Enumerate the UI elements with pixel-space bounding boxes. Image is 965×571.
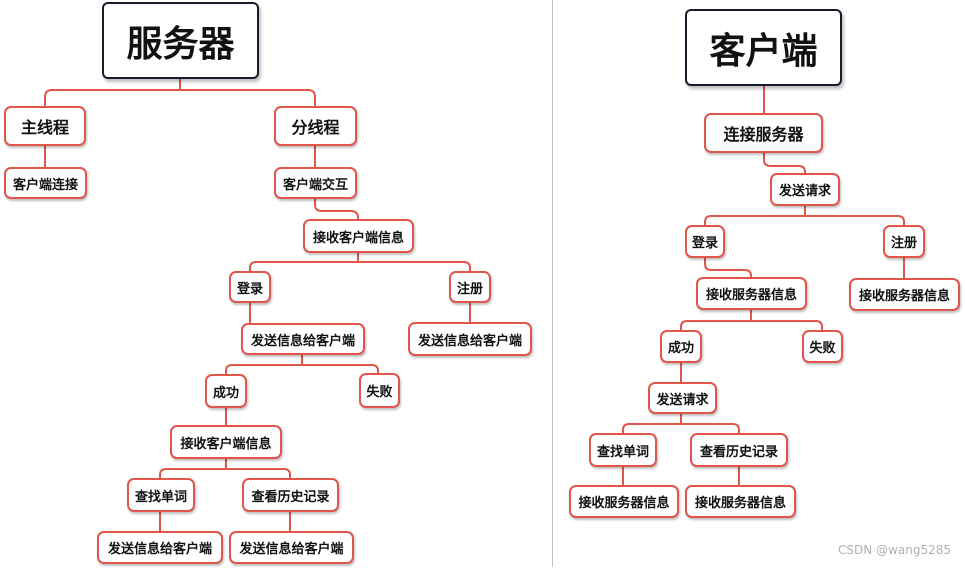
server-login-node[interactable]: 登录 [229, 271, 271, 303]
server-lookup-word-node[interactable]: 查找单词 [127, 478, 195, 512]
edge-login-c [704, 257, 752, 278]
server-view-history-node[interactable]: 查看历史记录 [242, 478, 339, 512]
recv-client-info-node[interactable]: 接收客户端信息 [303, 219, 414, 253]
client-interact-node[interactable]: 客户端交互 [274, 167, 357, 199]
history-recv-server-node[interactable]: 接收服务器信息 [685, 485, 796, 518]
client-view-history-node[interactable]: 查看历史记录 [690, 433, 788, 467]
edge-client-interact [314, 198, 359, 220]
client-register-node[interactable]: 注册 [883, 225, 925, 258]
edge-recv-client-info [249, 252, 471, 272]
server-success-node[interactable]: 成功 [205, 374, 247, 408]
watermark-text: CSDN @wang5285 [838, 543, 951, 557]
client-connect-node[interactable]: 客户端连接 [4, 167, 87, 199]
register-recv-server-node[interactable]: 接收服务器信息 [849, 278, 960, 311]
history-send-client-node[interactable]: 发送信息给客户端 [229, 531, 354, 564]
server-register-node[interactable]: 注册 [449, 271, 491, 303]
client-fail-node[interactable]: 失败 [802, 330, 843, 363]
server-root-node[interactable]: 服务器 [102, 2, 259, 79]
login-recv-server-node[interactable]: 接收服务器信息 [696, 277, 807, 310]
edge-send-request [704, 205, 905, 226]
edge-login-recv [680, 309, 823, 331]
client-send-request-node[interactable]: 发送请求 [770, 173, 840, 206]
edge-recv-client-info-2 [159, 458, 291, 479]
recv-client-info-2-node[interactable]: 接收客户端信息 [170, 425, 282, 459]
edge-connect-server [763, 152, 806, 174]
client-root-node[interactable]: 客户端 [685, 9, 842, 86]
client-success-node[interactable]: 成功 [660, 330, 702, 363]
connect-server-node[interactable]: 连接服务器 [704, 113, 823, 153]
client-login-node[interactable]: 登录 [685, 225, 725, 258]
lookup-recv-server-node[interactable]: 接收服务器信息 [569, 485, 679, 518]
login-send-client-node[interactable]: 发送信息给客户端 [241, 323, 365, 355]
main-thread-node[interactable]: 主线程 [4, 106, 86, 146]
panel-divider [552, 0, 553, 567]
register-send-client-node[interactable]: 发送信息给客户端 [408, 322, 532, 356]
edge-login-send [225, 354, 379, 375]
edge-server-root [44, 78, 316, 107]
lookup-send-client-node[interactable]: 发送信息给客户端 [97, 531, 223, 564]
client-lookup-word-node[interactable]: 查找单词 [589, 433, 657, 467]
client-send-request-2-node[interactable]: 发送请求 [648, 382, 717, 414]
edge-send-request-2 [622, 413, 740, 434]
server-fail-node[interactable]: 失败 [359, 373, 400, 408]
sub-thread-node[interactable]: 分线程 [274, 106, 357, 146]
